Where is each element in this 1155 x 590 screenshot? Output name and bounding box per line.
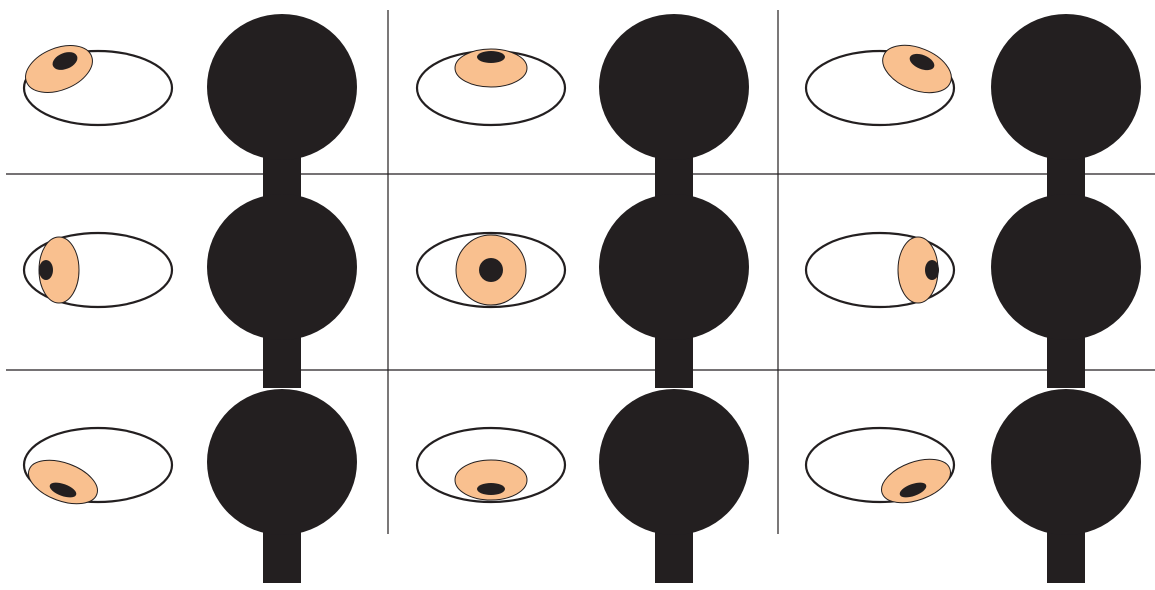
pupil <box>477 483 505 495</box>
silhouette-head <box>599 194 749 340</box>
silhouette-head <box>599 389 749 535</box>
silhouette-head <box>599 14 749 160</box>
pupil <box>479 258 503 282</box>
silhouette-head <box>207 389 357 535</box>
silhouette-head <box>207 14 357 160</box>
pupil <box>39 260 53 280</box>
silhouette-head <box>991 389 1141 535</box>
pupil <box>477 51 505 63</box>
silhouette-head <box>207 194 357 340</box>
silhouette-head <box>991 14 1141 160</box>
pupil <box>925 260 939 280</box>
silhouette-head <box>991 194 1141 340</box>
